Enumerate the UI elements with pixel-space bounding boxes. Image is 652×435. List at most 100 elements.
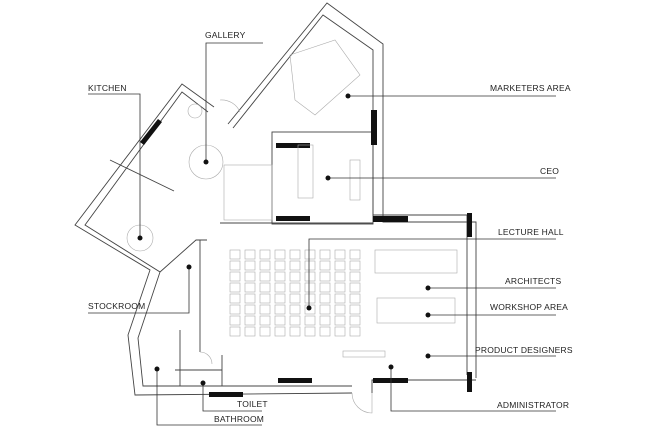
lecture-seat <box>259 304 271 315</box>
lecture-seat <box>304 260 316 271</box>
lecture-seat <box>244 304 256 315</box>
label-administrator: ADMINISTRATOR <box>388 364 569 412</box>
lecture-seat <box>334 271 346 282</box>
lecture-seat <box>229 315 241 326</box>
label-lecture-hall: LECTURE HALL <box>306 227 564 311</box>
label-toilet-text: TOILET <box>237 399 268 409</box>
label-kitchen-text: KITCHEN <box>88 83 127 93</box>
lecture-seat <box>229 249 241 260</box>
lecture-seat <box>319 271 331 282</box>
lecture-seat <box>319 260 331 271</box>
lecture-seat <box>304 249 316 260</box>
lecture-seat <box>259 260 271 271</box>
walls <box>74 2 477 414</box>
lecture-seat <box>349 260 361 271</box>
lecture-seat <box>289 293 301 304</box>
label-gallery-text: GALLERY <box>205 30 246 40</box>
lecture-seat <box>259 249 271 260</box>
lecture-seat <box>334 249 346 260</box>
label-stockroom: STOCKROOM <box>88 264 192 314</box>
lecture-seat <box>289 315 301 326</box>
label-workshop-area: WORKSHOP AREA <box>425 302 568 318</box>
lecture-seat <box>319 249 331 260</box>
lecture-seat <box>229 271 241 282</box>
lecture-seat <box>304 304 316 315</box>
lecture-seat <box>289 271 301 282</box>
lecture-seat <box>334 260 346 271</box>
lecture-seat <box>334 326 346 337</box>
lecture-seat <box>244 293 256 304</box>
lecture-seat <box>334 304 346 315</box>
lecture-seat <box>229 282 241 293</box>
lecture-seat <box>289 260 301 271</box>
label-kitchen: KITCHEN <box>88 83 143 241</box>
label-product-designers-text: PRODUCT DESIGNERS <box>475 345 573 355</box>
lecture-seat <box>244 271 256 282</box>
lecture-seat <box>229 326 241 337</box>
lecture-seat <box>274 293 286 304</box>
lecture-seat <box>319 293 331 304</box>
lecture-seat <box>274 304 286 315</box>
solid-wall-segments <box>140 110 472 397</box>
lecture-seat <box>319 304 331 315</box>
lecture-seat <box>289 282 301 293</box>
lecture-seat <box>289 326 301 337</box>
lecture-seat <box>244 249 256 260</box>
lecture-seat <box>274 326 286 337</box>
label-lecture-text: LECTURE HALL <box>498 227 564 237</box>
lecture-seat <box>304 326 316 337</box>
lecture-seat <box>349 304 361 315</box>
lecture-seat <box>349 293 361 304</box>
lecture-seat <box>274 315 286 326</box>
lecture-seat <box>244 326 256 337</box>
lecture-seat <box>349 315 361 326</box>
lecture-seat <box>304 282 316 293</box>
label-bathroom-text: BATHROOM <box>214 414 264 424</box>
label-ceo: CEO <box>325 166 559 181</box>
lecture-hall-seating <box>229 249 361 337</box>
lecture-seat <box>349 326 361 337</box>
lecture-seat <box>319 282 331 293</box>
label-architects: ARCHITECTS <box>425 276 561 291</box>
lecture-seat <box>229 293 241 304</box>
lecture-seat <box>244 260 256 271</box>
label-marketers-text: MARKETERS AREA <box>490 83 571 93</box>
label-workshop-text: WORKSHOP AREA <box>490 302 568 312</box>
lecture-seat <box>319 315 331 326</box>
lecture-seat <box>274 260 286 271</box>
lecture-seat <box>334 315 346 326</box>
label-toilet: TOILET <box>200 380 268 412</box>
lecture-seat <box>304 315 316 326</box>
label-ceo-text: CEO <box>540 166 559 176</box>
label-product-designers: PRODUCT DESIGNERS <box>425 345 573 359</box>
lecture-seat <box>289 304 301 315</box>
lecture-seat <box>229 304 241 315</box>
lecture-seat <box>259 315 271 326</box>
label-architects-text: ARCHITECTS <box>505 276 561 286</box>
lecture-seat <box>289 249 301 260</box>
lecture-seat <box>349 271 361 282</box>
lecture-seat <box>349 282 361 293</box>
lecture-seat <box>259 293 271 304</box>
lecture-seat <box>259 326 271 337</box>
label-gallery: GALLERY <box>203 30 263 165</box>
lecture-seat <box>334 282 346 293</box>
lecture-seat <box>244 282 256 293</box>
lecture-seat <box>229 260 241 271</box>
lecture-seat <box>349 249 361 260</box>
lecture-seat <box>244 315 256 326</box>
lecture-seat <box>274 271 286 282</box>
lecture-seat <box>334 293 346 304</box>
lecture-seat <box>274 249 286 260</box>
label-bathroom: BATHROOM <box>154 366 264 426</box>
label-administrator-text: ADMINISTRATOR <box>497 400 569 410</box>
lecture-seat <box>319 326 331 337</box>
lecture-seat <box>259 271 271 282</box>
label-stockroom-text: STOCKROOM <box>88 301 145 311</box>
lecture-seat <box>304 293 316 304</box>
lecture-seat <box>304 271 316 282</box>
lecture-seat <box>259 282 271 293</box>
furniture <box>126 39 458 358</box>
label-marketers-area: MARKETERS AREA <box>345 83 571 99</box>
